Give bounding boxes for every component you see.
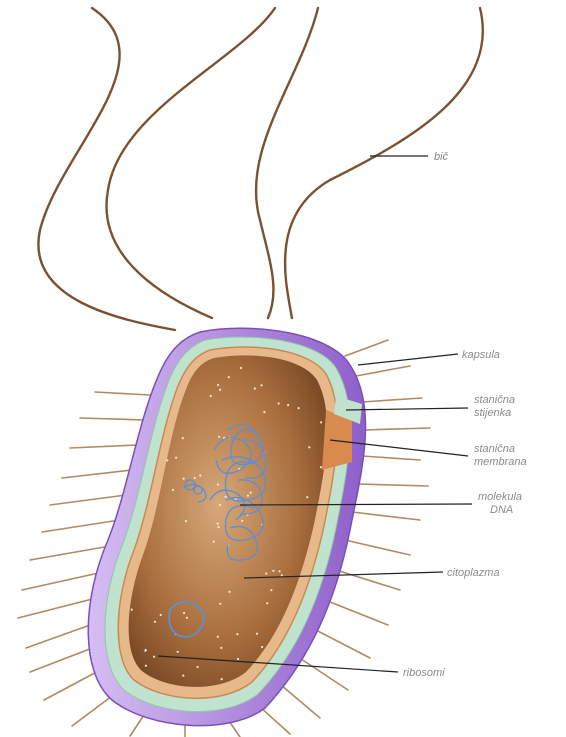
- ribosome: [308, 446, 310, 448]
- label-dna: molekula DNA: [478, 491, 525, 516]
- label-cell-membrane: stanična membrana: [474, 443, 527, 468]
- ribosome: [213, 541, 215, 543]
- ribosome: [153, 656, 155, 658]
- ribosome: [240, 367, 242, 369]
- ribosome: [221, 678, 223, 680]
- ribosome: [177, 651, 179, 653]
- ribosome: [166, 459, 168, 461]
- pilus: [95, 392, 150, 395]
- label-cell-wall: stanična stijenka: [474, 394, 518, 419]
- leader-capsule: [358, 354, 458, 365]
- ribosome: [263, 411, 265, 413]
- ribosome: [194, 477, 196, 479]
- ribosome: [287, 404, 289, 406]
- ribosome: [256, 633, 258, 635]
- ribosome: [131, 609, 133, 611]
- ribosome: [197, 666, 199, 668]
- ribosome: [199, 474, 201, 476]
- ribosome: [228, 591, 230, 593]
- ribosome: [247, 495, 249, 497]
- pilus: [345, 340, 388, 356]
- ribosome: [241, 520, 243, 522]
- pilus: [325, 600, 388, 625]
- ribosome: [265, 572, 267, 574]
- pilus: [356, 366, 410, 376]
- ribosome: [298, 407, 300, 409]
- pilus: [362, 398, 422, 402]
- ribosome: [182, 675, 184, 677]
- ribosome: [144, 650, 146, 652]
- flagellum-4: [285, 8, 483, 318]
- ribosome: [145, 665, 147, 667]
- ribosome: [210, 395, 212, 397]
- ribosome: [270, 589, 272, 591]
- pilus: [345, 540, 410, 555]
- ribosome: [175, 457, 177, 459]
- label-capsule: kapsula: [462, 349, 500, 361]
- ribosome: [250, 492, 252, 494]
- ribosome: [218, 436, 220, 438]
- ribosome: [281, 574, 283, 576]
- pilus: [362, 456, 420, 460]
- ribosome: [237, 658, 239, 660]
- ribosome: [219, 603, 221, 605]
- ribosome: [217, 483, 219, 485]
- label-cytoplasm: citoplazma: [447, 567, 500, 579]
- ribosome: [217, 636, 219, 638]
- ribosome: [254, 387, 256, 389]
- pilus: [42, 520, 120, 532]
- pilus: [50, 495, 126, 505]
- ribosome: [217, 523, 219, 525]
- ribosome: [320, 421, 322, 423]
- pilus: [364, 428, 430, 430]
- pilus: [312, 628, 370, 658]
- ribosome: [220, 647, 222, 649]
- ribosome: [219, 504, 221, 506]
- pilus: [295, 655, 348, 690]
- ribosome: [183, 478, 185, 480]
- flagellum-2: [107, 8, 275, 318]
- ribosome: [278, 570, 280, 572]
- flagellum-3: [256, 8, 318, 318]
- pilus: [352, 512, 420, 520]
- ribosome: [278, 402, 280, 404]
- ribosome: [154, 621, 156, 623]
- ribosome: [266, 602, 268, 604]
- ribosome: [236, 633, 238, 635]
- ribosome: [160, 614, 162, 616]
- label-flagellum: bič: [434, 151, 449, 163]
- pilus: [70, 445, 138, 448]
- label-ribosome: ribosomi: [403, 667, 445, 679]
- ribosome: [219, 389, 221, 391]
- ribosome: [320, 466, 322, 468]
- ribosome: [218, 526, 220, 528]
- ribosome: [185, 520, 187, 522]
- ribosome: [261, 646, 263, 648]
- ribosome: [260, 384, 262, 386]
- ribosome: [172, 489, 174, 491]
- ribosome: [225, 496, 227, 498]
- ribosome: [183, 612, 185, 614]
- pilus: [80, 418, 145, 420]
- ribosome: [306, 496, 308, 498]
- flagellum-1: [38, 8, 175, 330]
- ribosome: [182, 437, 184, 439]
- pilus: [358, 484, 428, 486]
- flagella: [38, 8, 482, 330]
- ribosome: [272, 570, 274, 572]
- pilus: [62, 470, 132, 478]
- ribosome: [228, 376, 230, 378]
- ribosome: [217, 384, 219, 386]
- ribosome: [186, 617, 188, 619]
